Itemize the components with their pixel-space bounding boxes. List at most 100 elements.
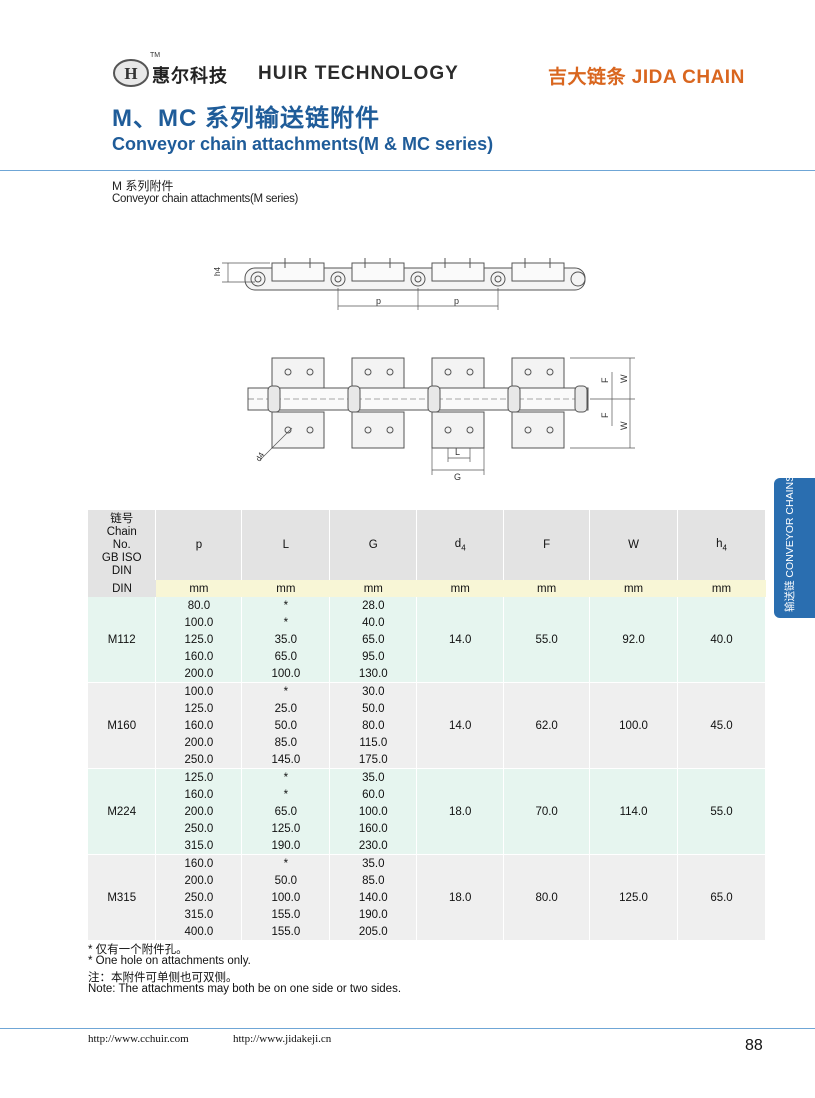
brand-right: 吉大链条 JIDA CHAIN — [548, 67, 745, 88]
cell-L: 35.0 — [241, 631, 331, 648]
unit-cell: mm — [241, 580, 330, 597]
top-dimension-lines — [259, 357, 635, 475]
unit-cell: mm — [503, 580, 590, 597]
cell-F: 80.0 — [503, 854, 591, 941]
header-F: F — [503, 510, 591, 580]
cell-p: 250.0 — [155, 751, 243, 769]
cell-h4: 55.0 — [677, 768, 766, 855]
header-L: L — [241, 510, 331, 580]
cell-p: 200.0 — [155, 803, 243, 820]
cell-W: 92.0 — [589, 597, 679, 683]
header-G: G — [329, 510, 418, 580]
section-side-tab: 输送链 CONVEYOR CHAINS — [774, 474, 815, 618]
cell-L: * — [241, 854, 331, 872]
cell-F: 70.0 — [503, 768, 591, 855]
cell-chain-no: M160 — [88, 682, 157, 769]
dim-p-label-1: p — [376, 296, 381, 306]
cell-L: * — [241, 597, 331, 614]
cell-h4: 45.0 — [677, 682, 766, 769]
cell-F: 55.0 — [503, 597, 591, 683]
dim-L-label: L — [455, 447, 460, 457]
page-title-cn: M、MC 系列输送链附件 — [112, 105, 380, 132]
cell-L: 100.0 — [241, 665, 331, 683]
cell-p: 250.0 — [155, 820, 243, 837]
side-view-links — [244, 258, 586, 291]
note-line: 注：本附件可单侧也可双侧。 — [88, 972, 238, 984]
dim-F-label-2: F — [600, 412, 610, 418]
cell-L: 190.0 — [241, 837, 331, 855]
cell-G: 65.0 — [329, 631, 418, 648]
chain-top-view-drawing: F F W W L G d4 — [247, 357, 635, 482]
footer-url-2[interactable]: http://www.jidakeji.cn — [233, 1033, 332, 1045]
cell-d4: 14.0 — [416, 597, 505, 683]
cell-chain-no: M315 — [88, 854, 157, 941]
section-subtitle-cn: M 系列附件 — [112, 179, 174, 193]
cell-G: 60.0 — [329, 786, 418, 803]
cell-p: 125.0 — [155, 700, 243, 717]
cell-G: 130.0 — [329, 665, 418, 683]
cell-p: 125.0 — [155, 631, 243, 648]
cell-p: 200.0 — [155, 872, 243, 889]
dim-h4-label: h4 — [213, 267, 222, 276]
footer-url-1[interactable]: http://www.cchuir.com — [88, 1033, 189, 1045]
header-p: p — [155, 510, 243, 580]
cell-G: 35.0 — [329, 768, 418, 786]
cell-p: 160.0 — [155, 854, 243, 872]
dim-F-label-1: F — [600, 377, 610, 383]
header-W: W — [589, 510, 679, 580]
dim-p-label-2: p — [454, 296, 459, 306]
cell-G: 80.0 — [329, 717, 418, 734]
cell-G: 35.0 — [329, 854, 418, 872]
page-title-en: Conveyor chain attachments(M & MC series… — [112, 134, 494, 154]
cell-L: * — [241, 786, 331, 803]
dim-W-label-2: W — [619, 421, 629, 430]
cell-L: 125.0 — [241, 820, 331, 837]
cell-G: 115.0 — [329, 734, 418, 751]
dim-d4-label: d4 — [254, 450, 267, 463]
cell-G: 140.0 — [329, 889, 418, 906]
cell-W: 100.0 — [589, 682, 679, 769]
cell-F: 62.0 — [503, 682, 591, 769]
cell-G: 28.0 — [329, 597, 418, 614]
cell-L: 100.0 — [241, 889, 331, 906]
cell-L: 65.0 — [241, 803, 331, 820]
cell-d4: 14.0 — [416, 682, 505, 769]
cell-p: 160.0 — [155, 648, 243, 665]
cell-G: 100.0 — [329, 803, 418, 820]
note-line: * One hole on attachments only. — [88, 955, 251, 967]
cell-L: 155.0 — [241, 923, 331, 941]
cell-p: 315.0 — [155, 837, 243, 855]
cell-chain-no: M224 — [88, 768, 157, 855]
cell-G: 175.0 — [329, 751, 418, 769]
unit-cell: mm — [416, 580, 504, 597]
chain-body — [247, 385, 590, 413]
header-h4-text: h4 — [716, 537, 727, 553]
side-tab-label: 输送链 CONVEYOR CHAINS — [784, 474, 796, 612]
cell-p: 160.0 — [155, 786, 243, 803]
cell-L: 65.0 — [241, 648, 331, 665]
header-d4: d4 — [416, 510, 505, 580]
cell-p: 200.0 — [155, 665, 243, 683]
unit-cell-din: DIN — [88, 580, 156, 597]
cell-G: 230.0 — [329, 837, 418, 855]
attachment-holes — [284, 368, 554, 434]
table-header-row: 链号 Chain No. GB ISO DIN p L G d4 F W h4 — [88, 510, 766, 580]
cell-L: 50.0 — [241, 872, 331, 889]
cell-G: 205.0 — [329, 923, 418, 941]
cell-G: 50.0 — [329, 700, 418, 717]
cell-G: 85.0 — [329, 872, 418, 889]
